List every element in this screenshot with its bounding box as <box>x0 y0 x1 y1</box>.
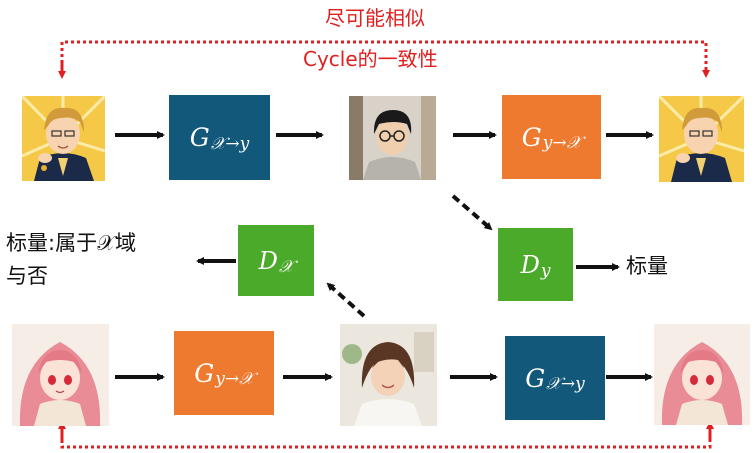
arrow-mid-to-dy <box>451 194 493 231</box>
generator-letter: G <box>525 363 546 393</box>
generator-subscript: 𝑦→𝒳 <box>542 133 582 153</box>
discriminator-letter: D <box>258 246 278 275</box>
top-similarity-arc <box>60 40 710 78</box>
discriminator-subscript: 𝒳 <box>278 256 294 277</box>
bottom-middle-real-woman-image <box>340 324 437 426</box>
generator-subscript: 𝒳→𝑦 <box>546 374 585 394</box>
bottom-similarity-arc <box>60 428 712 449</box>
generator-letter: G <box>189 123 210 152</box>
discriminator-letter: D <box>520 250 540 279</box>
bottom-reconstructed-anime-girl-image <box>654 324 750 425</box>
generator-subscript: 𝒳→𝑦 <box>210 133 250 154</box>
generator-letter: G <box>521 122 542 152</box>
bottom-source-anime-girl-image <box>12 324 109 426</box>
dx-output-label-line2: 与否 <box>6 264 48 288</box>
top-reconstructed-anime-man-image <box>659 96 744 182</box>
cycle-consistency-label: Cycle的一致性 <box>303 47 438 71</box>
discriminator-subscript: 𝑦 <box>540 260 551 281</box>
similarity-label: 尽可能相似 <box>325 6 425 30</box>
generator-subscript: 𝑦→𝒳 <box>215 369 254 389</box>
generator-letter: G <box>194 358 215 388</box>
arrow-bottom-mid-to-dx <box>326 282 366 318</box>
dx-output-label-line1: 标量:属于𝒳域 <box>6 231 137 255</box>
top-source-anime-man-image <box>22 96 105 181</box>
dy-output-label: 标量 <box>626 254 668 278</box>
top-middle-real-man-image <box>349 96 436 180</box>
